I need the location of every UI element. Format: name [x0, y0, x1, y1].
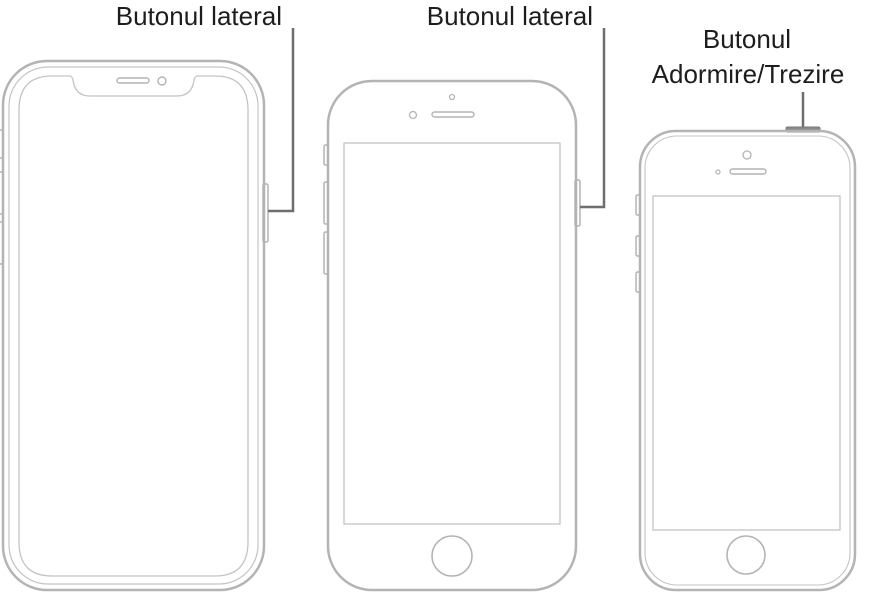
leader-line	[268, 28, 295, 213]
callout-side-button-home: Butonul lateral	[427, 1, 606, 209]
callout-sleep-wake-button: Butonul Adormire/Trezire	[652, 24, 845, 127]
callout-label: Butonul lateral	[116, 1, 282, 31]
home-button	[431, 535, 473, 577]
phone-bezel	[8, 66, 259, 585]
callout-label-line2: Adormire/Trezire	[652, 59, 845, 89]
home-button	[726, 535, 766, 575]
phone-body	[326, 79, 578, 592]
screen-with-notch	[18, 75, 249, 577]
screen	[652, 195, 841, 531]
phone-face-id	[0, 59, 269, 592]
front-camera	[742, 150, 752, 160]
front-camera	[448, 93, 456, 101]
phone-body	[638, 129, 857, 592]
front-camera	[157, 76, 167, 86]
earpiece-speaker	[116, 77, 150, 84]
leader-line	[580, 28, 606, 209]
screen	[343, 142, 561, 525]
earpiece-speaker	[729, 168, 767, 175]
phone-home-button	[323, 79, 581, 592]
proximity-sensor	[715, 169, 721, 175]
phone-top-button	[635, 126, 857, 592]
callout-label: Butonul lateral	[427, 1, 593, 31]
earpiece-speaker	[431, 111, 475, 118]
phone-bezel	[644, 135, 851, 586]
callout-label-line1: Butonul	[703, 24, 791, 54]
phone-body	[1, 59, 266, 592]
proximity-sensor	[408, 110, 418, 120]
callout-side-button-face-id: Butonul lateral	[116, 1, 295, 213]
